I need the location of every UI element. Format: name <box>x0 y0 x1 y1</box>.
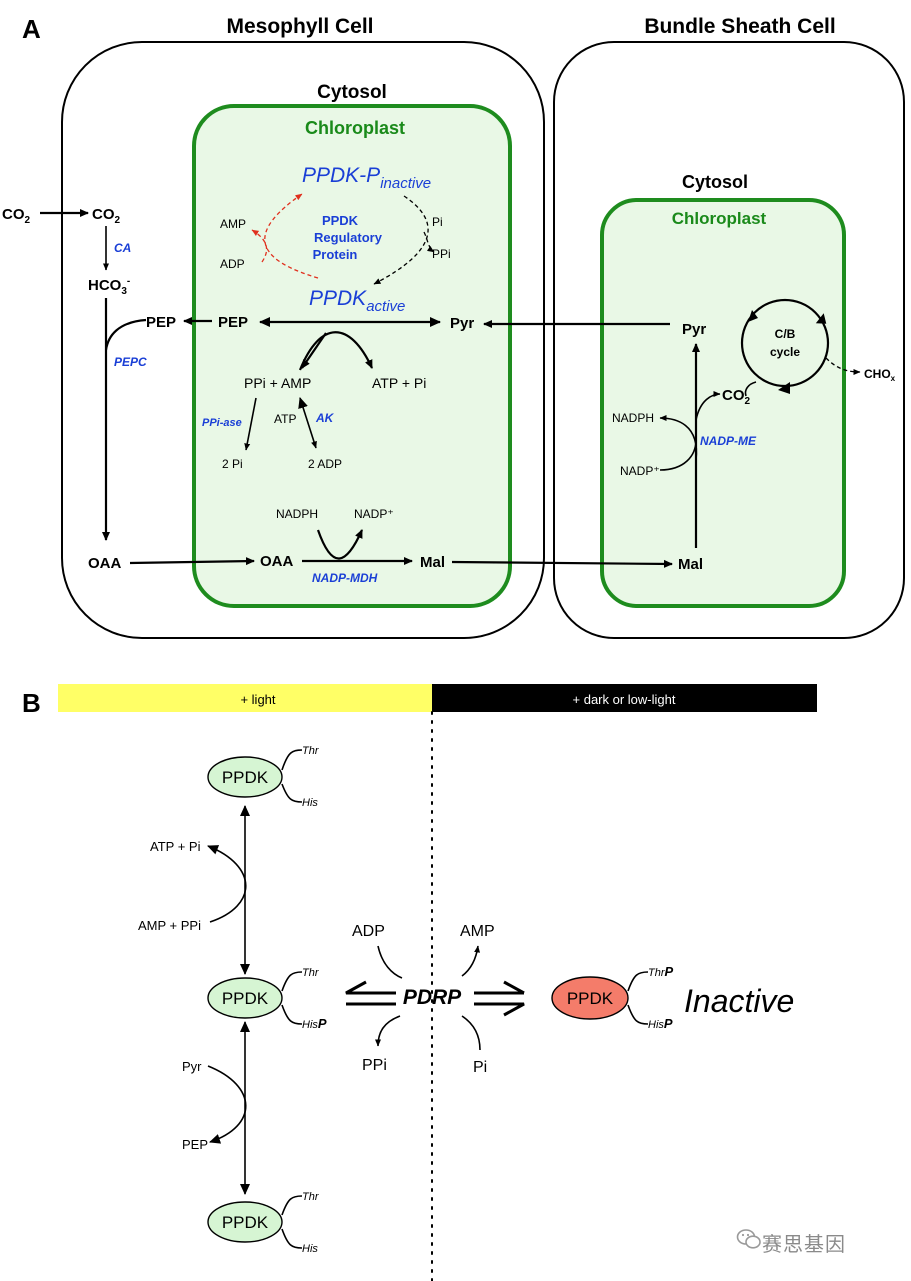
pyr-bundle: Pyr <box>682 321 706 338</box>
cb-cycle-line2: cycle <box>770 345 800 359</box>
pdrp-label: PDRP <box>403 986 462 1009</box>
mal-mesophyll: Mal <box>420 554 445 571</box>
pi-b: Pi <box>473 1059 487 1076</box>
panel-b-label: B <box>22 688 41 718</box>
amp-label-a: AMP <box>220 217 246 231</box>
regulatory-protein-line1: PPDK <box>322 213 359 228</box>
co2-bundle: CO2 <box>722 387 751 407</box>
his-middle: HisP <box>302 1016 327 1031</box>
nadp-mesophyll: NADP⁺ <box>354 507 394 521</box>
pyr-b: Pyr <box>182 1059 202 1074</box>
pyr-chloroplast: Pyr <box>450 315 474 332</box>
hco3: HCO3- <box>88 276 130 297</box>
his-bottom: His <box>302 1243 318 1255</box>
watermark: 赛思基因 <box>762 1232 846 1256</box>
his-inactive: HisP <box>648 1016 673 1031</box>
panel-a-label: A <box>22 14 41 44</box>
ca-enzyme: CA <box>114 241 131 255</box>
his-top: His <box>302 797 318 809</box>
nadp-mdh-enzyme: NADP-MDH <box>312 571 378 585</box>
bundle-cytosol-label: Cytosol <box>682 172 748 192</box>
ppdk-top <box>207 756 283 798</box>
two-adp: 2 ADP <box>308 457 342 471</box>
regulatory-protein-line3: Protein <box>313 247 358 262</box>
ppdk-middle-label: PPDK <box>222 989 269 1008</box>
bundle-chloroplast <box>600 198 846 608</box>
nadph-mesophyll: NADPH <box>276 507 318 521</box>
chox-product: CHOx <box>864 367 896 383</box>
pi-label-a: Pi <box>432 215 443 229</box>
ppdk-top-label: PPDK <box>222 768 269 787</box>
ak-enzyme: AK <box>315 411 335 425</box>
light-bar <box>58 684 432 712</box>
thr-inactive: ThrP <box>648 964 674 979</box>
ppdk-bottom <box>207 1201 283 1243</box>
red-dashed-arrow <box>264 193 319 279</box>
black-dashed-arrow <box>373 195 429 285</box>
harpoon-right <box>474 1002 525 1017</box>
ppdk-active: PPDKactive <box>309 287 405 315</box>
nadp-me-enzyme: NADP-ME <box>700 434 757 448</box>
thr-bottom: Thr <box>302 1191 320 1203</box>
mesophyll-chloroplast-label: Chloroplast <box>305 118 405 138</box>
ppi-ase-enzyme: PPi-ase <box>202 417 242 429</box>
mal-bundle: Mal <box>678 556 703 573</box>
ppdk-p-inactive: PPDK-Pinactive <box>302 164 431 192</box>
co2-outside: CO2 <box>2 206 31 226</box>
pep-b: PEP <box>182 1137 208 1152</box>
co2-mesophyll: CO2 <box>92 206 121 226</box>
cb-cycle-line1: C/B <box>775 327 796 341</box>
oaa-chloroplast: OAA <box>260 553 294 570</box>
pep-chloroplast: PEP <box>218 314 248 331</box>
atp-label-ak: ATP <box>274 412 296 426</box>
amp-ppi-b: AMP + PPi <box>138 918 201 933</box>
nadp-bundle: NADP⁺ <box>620 464 660 478</box>
ppi-label-a: PPi <box>432 247 451 261</box>
inactive-label: Inactive <box>684 983 794 1019</box>
wechat-icon <box>736 1229 761 1249</box>
dark-bar-label: + dark or low-light <box>573 692 676 707</box>
thr-top: Thr <box>302 745 320 757</box>
thr-middle: Thr <box>302 967 320 979</box>
ppdk-inactive-label: PPDK <box>567 989 614 1008</box>
ppdk-bottom-label: PPDK <box>222 1213 269 1232</box>
adp-b: ADP <box>352 923 385 940</box>
pi-ppi-dashed-arrow <box>423 231 435 253</box>
ppi-b: PPi <box>362 1057 387 1074</box>
adp-label-a: ADP <box>220 257 245 271</box>
atp-pi-a: ATP + Pi <box>372 375 426 391</box>
pep-cytosol: PEP <box>146 314 176 331</box>
light-bar-label: + light <box>240 692 275 707</box>
nadph-bundle: NADPH <box>612 411 654 425</box>
amp-adp-red-arrow <box>251 229 268 263</box>
two-pi: 2 Pi <box>222 457 243 471</box>
amp-b: AMP <box>460 923 495 940</box>
dark-bar <box>432 684 817 712</box>
pepc-enzyme: PEPC <box>114 355 147 369</box>
mesophyll-title: Mesophyll Cell <box>226 15 373 38</box>
ppdk-middle <box>207 977 283 1019</box>
ppdk-inactive <box>551 976 629 1020</box>
mesophyll-chloroplast <box>192 104 512 608</box>
atp-pi-b: ATP + Pi <box>150 839 201 854</box>
harpoon-left <box>345 980 396 995</box>
bundle-chloroplast-label: Chloroplast <box>672 209 767 228</box>
regulatory-protein-line2: Regulatory <box>314 230 383 245</box>
mesophyll-cytosol-label: Cytosol <box>317 82 387 103</box>
bundle-sheath-title: Bundle Sheath Cell <box>644 15 835 38</box>
ppi-amp: PPi + AMP <box>244 375 311 391</box>
oaa-cytosol: OAA <box>88 555 122 572</box>
